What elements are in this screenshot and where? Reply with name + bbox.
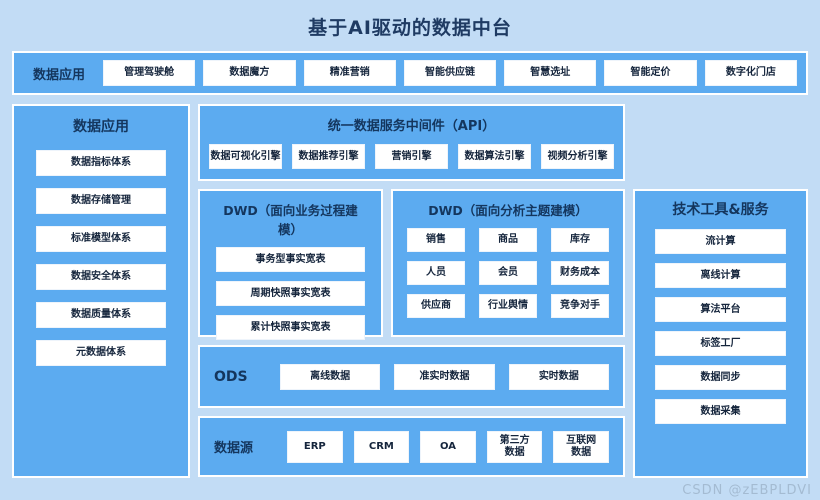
left-chip-shuju-anquan-tixi[interactable]: 数据安全体系 (36, 264, 166, 290)
app-chip-shuju-mofang[interactable]: 数据魔方 (203, 60, 296, 86)
tech-chip-shuju-caiji[interactable]: 数据采集 (655, 399, 786, 424)
dwd-process-chip-zhouqi-kuaizhao[interactable]: 周期快照事实宽表 (216, 281, 365, 306)
app-chip-zhineng-gongyinglian[interactable]: 智能供应链 (403, 60, 497, 86)
left-governance-column: 数据应用 数据指标体系 数据存储管理 标准模型体系 数据安全体系 数据质量体系 … (12, 104, 190, 478)
left-column-title: 数据应用 (73, 119, 129, 135)
left-chip-shuju-zhiliang-tixi[interactable]: 数据质量体系 (36, 302, 166, 328)
dwd-process-chip-leiji-kuaizhao[interactable]: 累计快照事实宽表 (216, 315, 365, 340)
app-chip-jingzhun-yingxiao[interactable]: 精准营销 (303, 60, 396, 86)
dwd-subject-panel: DWD（面向分析主题建模） 销售 商品 库存 人员 会员 财务成本 供应商 行业… (391, 189, 625, 337)
dwd-subject-chip-kucun[interactable]: 库存 (551, 228, 609, 252)
source-chip-oa[interactable]: OA (420, 430, 476, 463)
app-chip-guanli-jiashicang[interactable]: 管理驾驶舱 (103, 60, 196, 86)
tech-chip-lixian-jisuan[interactable]: 离线计算 (655, 263, 786, 288)
api-chip-suanfa-yinqing[interactable]: 数据算法引擎 (458, 144, 531, 169)
app-chip-zhihui-xuanzhi[interactable]: 智慧选址 (504, 60, 597, 86)
left-chip-yuanshuju-tixi[interactable]: 元数据体系 (36, 340, 166, 366)
source-chip-hulianwang-shuju[interactable]: 互联网 数据 (553, 430, 609, 463)
tech-chip-liu-jisuan[interactable]: 流计算 (655, 229, 786, 254)
source-chip-erp[interactable]: ERP (287, 430, 343, 463)
band-label-data-application: 数据应用 (32, 67, 85, 83)
api-chip-keshihua-yinqing[interactable]: 数据可视化引擎 (209, 144, 282, 169)
dwd-subject-chip-xiaoshou[interactable]: 销售 (407, 228, 465, 252)
dwd-subject-chip-huiyuan[interactable]: 会员 (479, 261, 537, 285)
tech-chip-shuju-tongbu[interactable]: 数据同步 (655, 365, 786, 390)
ods-chip-lixian-shuju[interactable]: 离线数据 (280, 363, 381, 390)
tech-chip-suanfa-pingtai[interactable]: 算法平台 (655, 297, 786, 322)
dwd-subject-grid: 销售 商品 库存 人员 会员 财务成本 供应商 行业舆情 竞争对手 (407, 228, 609, 318)
dwd-process-chip-shiwuxing[interactable]: 事务型事实宽表 (216, 247, 365, 272)
dwd-subject-chip-renyuan[interactable]: 人员 (407, 261, 465, 285)
dwd-subject-chip-shangpin[interactable]: 商品 (479, 228, 537, 252)
api-chip-shipin-fenxi-yinqing[interactable]: 视频分析引擎 (541, 144, 614, 169)
ods-chip-shishi-shuju[interactable]: 实时数据 (508, 363, 609, 390)
ods-label: ODS (214, 368, 248, 385)
left-chip-shuju-zhibiao-tixi[interactable]: 数据指标体系 (36, 150, 166, 176)
diagram-body: 数据应用 数据指标体系 数据存储管理 标准模型体系 数据安全体系 数据质量体系 … (12, 104, 808, 478)
left-chip-shuju-cunchu-guanli[interactable]: 数据存储管理 (36, 188, 166, 214)
tech-chip-biaoqian-gongchang[interactable]: 标签工厂 (655, 331, 786, 356)
source-chip-disanfang-shuju[interactable]: 第三方 数据 (486, 430, 543, 463)
tech-tools-column: 技术工具&服务 流计算 离线计算 算法平台 标签工厂 数据同步 数据采集 (633, 189, 808, 478)
api-panel-title: 统一数据服务中间件（API） (327, 119, 496, 134)
dwd-process-panel: DWD（面向业务过程建模） 事务型事实宽表 周期快照事实宽表 累计快照事实宽表 (198, 189, 383, 340)
csdn-watermark: CSDN @zEBPLDVI (682, 483, 812, 498)
dwd-subject-chip-jingzheng-duishou[interactable]: 竞争对手 (551, 294, 609, 318)
api-middleware-panel: 统一数据服务中间件（API） 数据可视化引擎 数据推荐引擎 营销引擎 数据算法引… (198, 104, 625, 181)
left-chip-biaozhun-moxing-tixi[interactable]: 标准模型体系 (36, 226, 166, 252)
page-title: 基于AI驱动的数据中台 (308, 17, 512, 39)
data-source-panel: 数据源 ERP CRM OA 第三方 数据 互联网 数据 (198, 416, 625, 477)
ods-panel: ODS 离线数据 准实时数据 实时数据 (198, 345, 625, 408)
center-stack: 统一数据服务中间件（API） 数据可视化引擎 数据推荐引擎 营销引擎 数据算法引… (198, 104, 625, 478)
dwd-subject-chip-caiwu-chengben[interactable]: 财务成本 (551, 261, 609, 285)
dwd-subject-title: DWD（面向分析主题建模） (428, 203, 588, 218)
data-source-label: 数据源 (214, 441, 254, 456)
app-chip-zhineng-dingjia[interactable]: 智能定价 (604, 60, 697, 86)
right-column-title: 技术工具&服务 (672, 202, 769, 218)
app-chip-shuzihua-mendian[interactable]: 数字化门店 (704, 60, 797, 86)
api-chip-row: 数据可视化引擎 数据推荐引擎 营销引擎 数据算法引擎 视频分析引擎 (209, 144, 614, 169)
source-chip-crm[interactable]: CRM (353, 430, 410, 463)
dwd-subject-chip-gongyingshang[interactable]: 供应商 (407, 294, 465, 318)
dwd-process-title: DWD（面向业务过程建模） (223, 203, 358, 237)
dwd-row: DWD（面向业务过程建模） 事务型事实宽表 周期快照事实宽表 累计快照事实宽表 … (198, 189, 625, 340)
ods-chip-zhunshishi-shuju[interactable]: 准实时数据 (394, 363, 495, 390)
dwd-subject-chip-hangye-yuqing[interactable]: 行业舆情 (479, 294, 537, 318)
data-application-band: 数据应用 管理驾驶舱 数据魔方 精准营销 智能供应链 智慧选址 智能定价 数字化… (12, 51, 808, 95)
api-chip-yingxiao-yinqing[interactable]: 营销引擎 (375, 144, 448, 169)
api-chip-tuijian-yinqing[interactable]: 数据推荐引擎 (292, 144, 365, 169)
